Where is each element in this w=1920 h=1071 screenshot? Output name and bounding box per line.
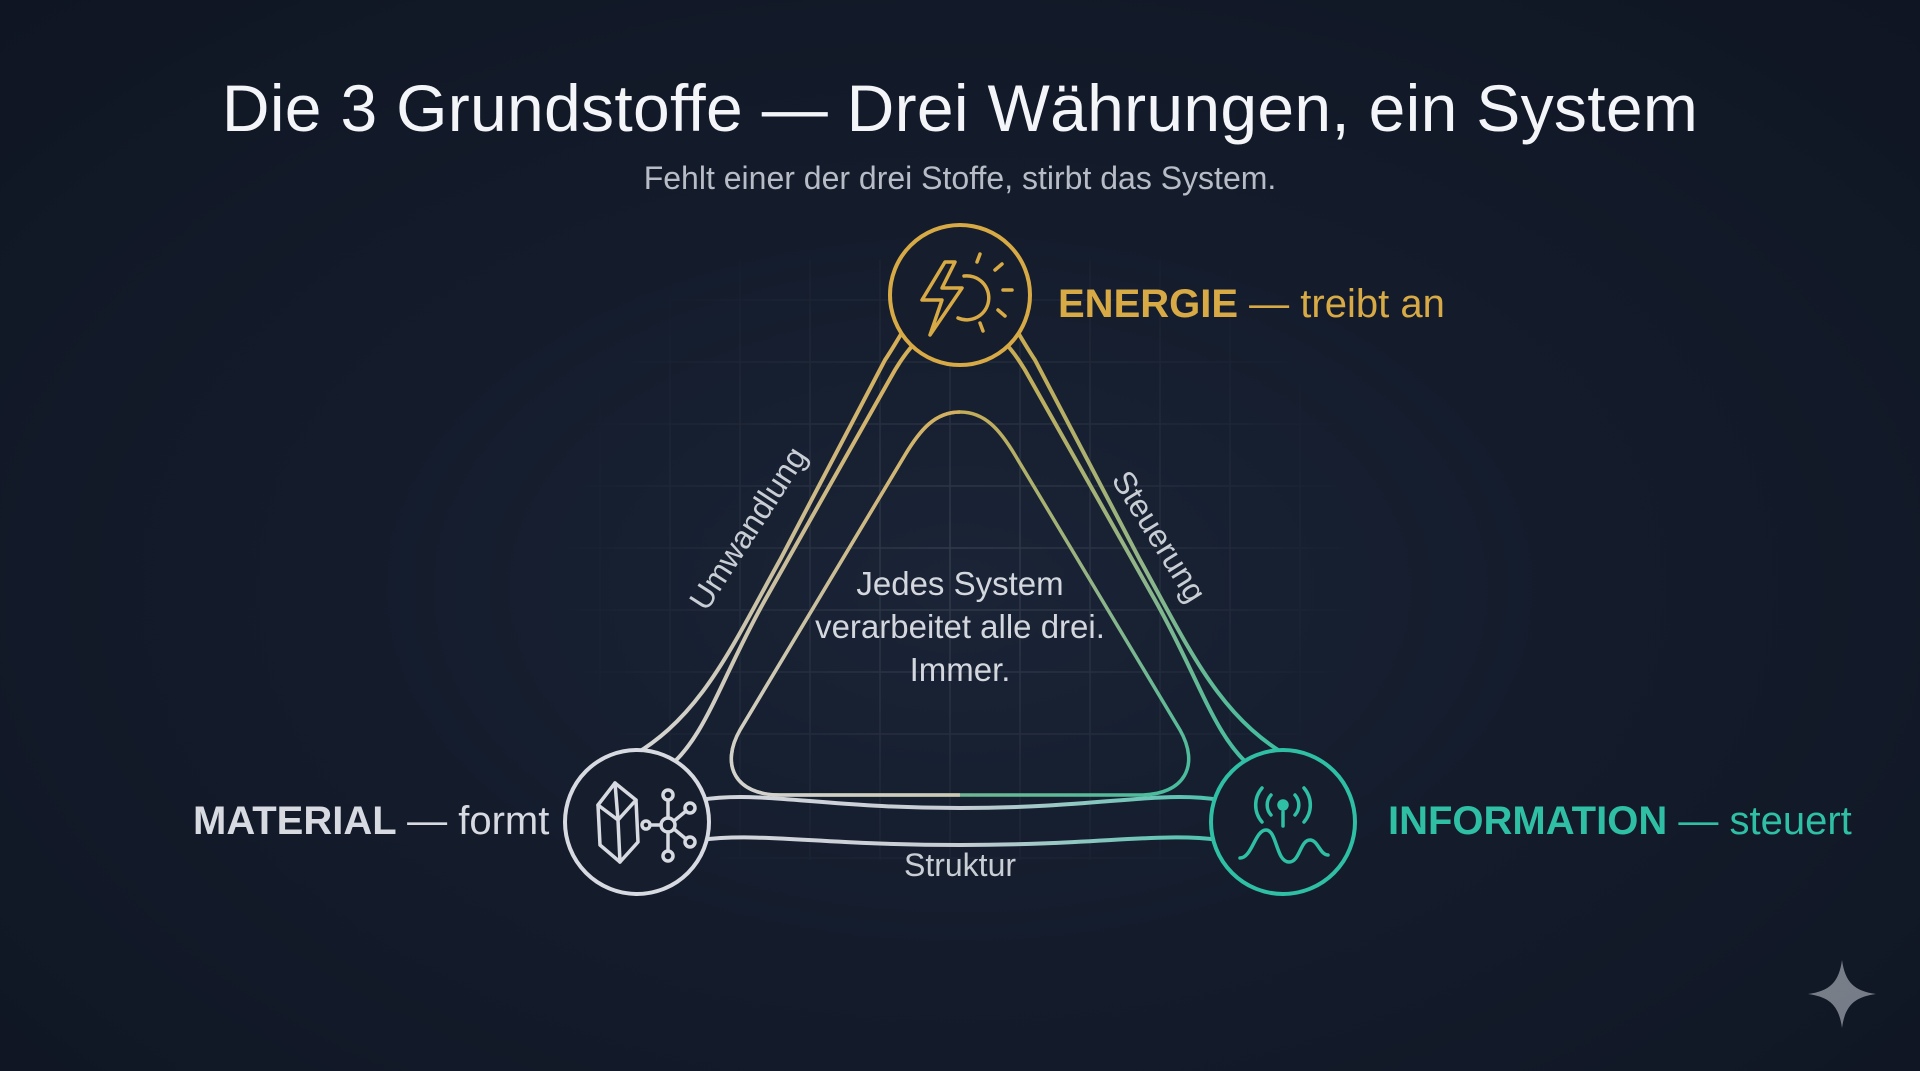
- center-statement: Jedes System verarbeitet alle drei. Imme…: [760, 562, 1160, 691]
- material-name: MATERIAL: [193, 799, 396, 843]
- edge-left-inner: [663, 320, 946, 772]
- edge-right-inner: [974, 320, 1257, 772]
- material-verb: formt: [458, 799, 550, 843]
- triangle-edges: [624, 288, 1296, 848]
- material-separator: —: [407, 799, 448, 843]
- node-energy: [888, 223, 1032, 367]
- energy-label: ENERGIE — treibt an: [1058, 282, 1445, 327]
- information-separator: —: [1678, 799, 1719, 843]
- information-verb: steuert: [1729, 799, 1852, 843]
- center-line-1: Jedes System: [856, 565, 1064, 602]
- crystal-molecule-icon: [596, 781, 697, 864]
- energy-verb: treibt an: [1300, 282, 1445, 326]
- lightning-sun-icon: [920, 252, 1014, 337]
- center-line-3: Immer.: [909, 651, 1011, 688]
- signal-wave-icon: [1238, 786, 1330, 864]
- energy-separator: —: [1249, 282, 1290, 326]
- material-label: MATERIAL — formt: [193, 799, 549, 844]
- sparkle-icon: [1808, 960, 1876, 1028]
- energy-name: ENERGIE: [1058, 282, 1239, 326]
- information-label: INFORMATION — steuert: [1388, 799, 1852, 844]
- edge-bottom-upper: [699, 794, 1221, 811]
- page-title: Die 3 Grundstoffe — Drei Währungen, ein …: [221, 71, 1699, 145]
- information-name: INFORMATION: [1388, 799, 1668, 843]
- background-grid: [420, 260, 1500, 860]
- edge-label-bottom: Struktur: [903, 847, 1017, 883]
- edge-bottom-lower: [699, 835, 1221, 848]
- node-material: [563, 748, 711, 896]
- node-information: [1209, 748, 1357, 896]
- page-subtitle: Fehlt einer der drei Stoffe, stirbt das …: [643, 160, 1277, 196]
- center-line-2: verarbeitet alle drei.: [815, 608, 1105, 645]
